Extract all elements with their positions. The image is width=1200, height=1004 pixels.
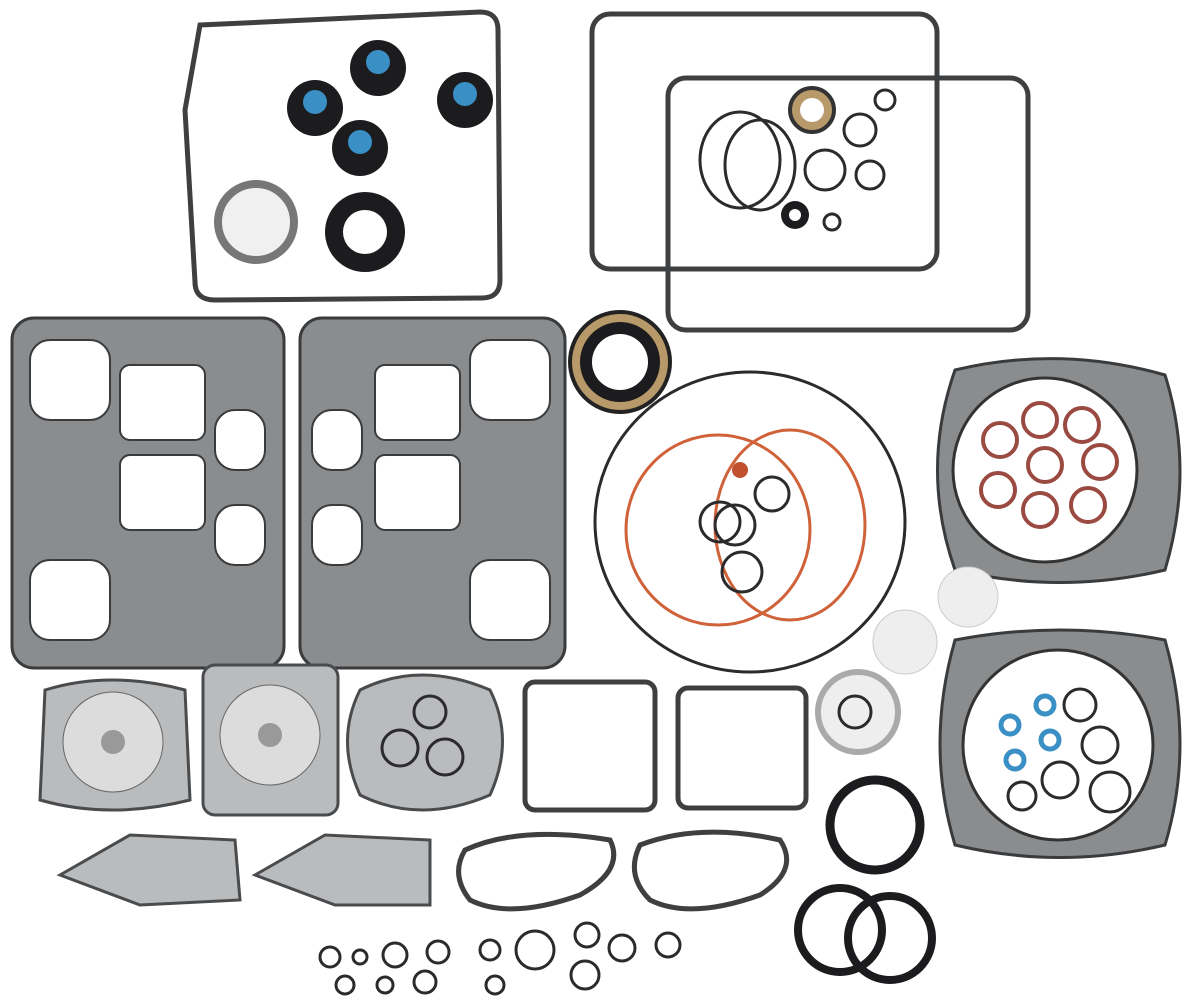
dowel-seal <box>1003 748 1027 772</box>
main-oil-seal <box>568 310 672 414</box>
rocker-box-gasket-right <box>298 316 567 670</box>
dowel-seal <box>998 713 1022 737</box>
head-o-ring <box>1021 401 1059 439</box>
cam-oil-seal <box>325 192 405 272</box>
o-ring <box>381 941 409 969</box>
head-gasket-upper <box>936 357 1182 584</box>
o-ring <box>351 948 369 966</box>
o-ring <box>334 974 356 996</box>
rocker-o-rings <box>698 86 897 232</box>
o-ring <box>484 974 506 996</box>
o-ring <box>425 939 451 965</box>
head-o-ring <box>1063 406 1101 444</box>
tappet-block-gaskets <box>522 679 809 813</box>
cylinder-o-rings <box>593 370 907 674</box>
small-o-rings <box>318 921 682 996</box>
lifter-cover-gaskets <box>56 829 790 912</box>
head-o-ring <box>1080 725 1120 765</box>
head-o-ring <box>1062 687 1098 723</box>
o-ring <box>375 975 395 995</box>
head-o-ring <box>1006 780 1038 812</box>
valve-seal-cap <box>348 130 372 154</box>
crush-washer <box>214 180 298 264</box>
breather-filters <box>872 566 999 675</box>
rocker-cover-gasket-upper <box>589 11 940 272</box>
o-ring <box>514 929 556 971</box>
head-o-ring <box>1081 443 1119 481</box>
o-ring <box>573 921 601 949</box>
valve-seal-cap <box>453 82 477 106</box>
o-ring <box>412 969 438 995</box>
valve-seal-cap <box>303 90 327 114</box>
o-ring <box>569 959 601 991</box>
carb-gaskets <box>38 663 504 817</box>
dowel-seal <box>1038 728 1062 752</box>
o-ring <box>318 945 342 969</box>
head-o-ring <box>1069 486 1107 524</box>
head-gasket-lower <box>938 628 1182 859</box>
head-o-ring <box>1021 491 1059 529</box>
head-o-ring <box>981 421 1019 459</box>
valve-seal-cap <box>366 50 390 74</box>
head-o-ring <box>1040 760 1080 800</box>
pushrod-seals <box>794 775 936 984</box>
head-o-ring <box>1026 446 1064 484</box>
exhaust-gasket <box>815 669 901 755</box>
rocker-cover-gasket-lower <box>665 75 1031 333</box>
dowel-seal <box>1033 693 1057 717</box>
cam-cover-gasket <box>182 9 503 303</box>
head-o-ring <box>1088 770 1132 814</box>
o-ring <box>607 933 637 963</box>
o-ring <box>478 938 502 962</box>
valve-stem-seals <box>287 40 493 176</box>
head-o-ring <box>979 471 1017 509</box>
o-ring <box>654 931 682 959</box>
rocker-box-gasket-left <box>10 316 286 670</box>
